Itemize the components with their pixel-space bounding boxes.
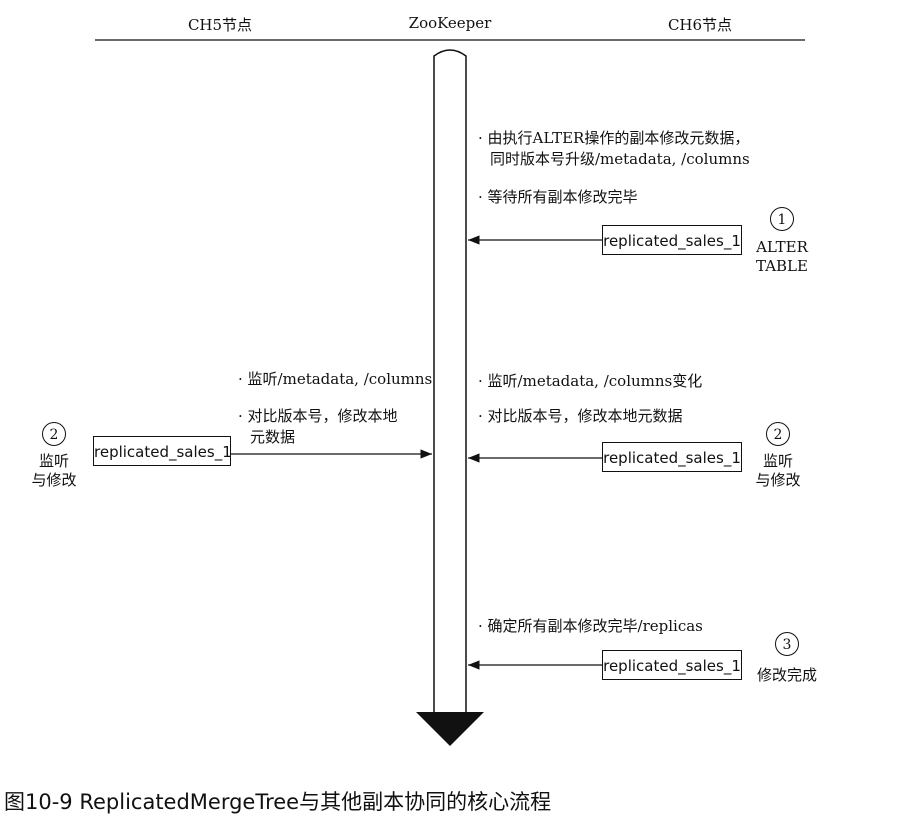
note-ch6-compare: · 对比版本号，修改本地元数据 [478, 407, 683, 425]
step-3-circle: 3 [775, 632, 799, 656]
note-wait: · 等待所有副本修改完毕 [478, 188, 638, 206]
step-1-circle: 1 [770, 207, 794, 231]
header-ch5: CH5节点 [187, 16, 253, 34]
step-2-left-label-line1: 监听 [38, 452, 69, 470]
step-2-left-circle: 2 [42, 422, 66, 446]
box-ch6-modify: replicated_sales_1 [602, 442, 742, 472]
note-ch5-compare-line1: · 对比版本号，修改本地 [238, 407, 398, 425]
note-ch5-watch: · 监听/metadata, /columns [238, 370, 433, 388]
box-ch6-done: replicated_sales_1 [602, 650, 742, 680]
note-ch6-watch: · 监听/metadata, /columns变化 [478, 372, 703, 390]
timeline-end-arrowhead [416, 712, 484, 746]
note-alter-line2: 同时版本号升级/metadata, /columns [490, 150, 750, 168]
box-ch5: replicated_sales_1 [93, 436, 232, 466]
step-2-right-circle: 2 [766, 422, 790, 446]
step-3-label: 修改完成 [756, 666, 817, 684]
note-ch5-compare-line2: 元数据 [250, 428, 296, 446]
step-2-right-label-line1: 监听 [762, 452, 793, 470]
step-2-right-label-line2: 与修改 [755, 471, 801, 489]
zookeeper-timeline [433, 49, 467, 712]
box-ch6-alter: replicated_sales_1 [602, 225, 742, 255]
step-1-label-line2: TABLE [756, 257, 808, 275]
step-2-left-label-line2: 与修改 [31, 471, 77, 489]
figure-caption: 图10-9 ReplicatedMergeTree与其他副本协同的核心流程 [4, 790, 552, 814]
step-1-label-line1: ALTER [756, 238, 808, 256]
note-alter-line1: · 由执行ALTER操作的副本修改元数据， [478, 129, 750, 147]
note-confirm: · 确定所有副本修改完毕/replicas [478, 617, 703, 635]
header-zookeeper: ZooKeeper [408, 14, 492, 32]
header-ch6: CH6节点 [667, 16, 733, 34]
